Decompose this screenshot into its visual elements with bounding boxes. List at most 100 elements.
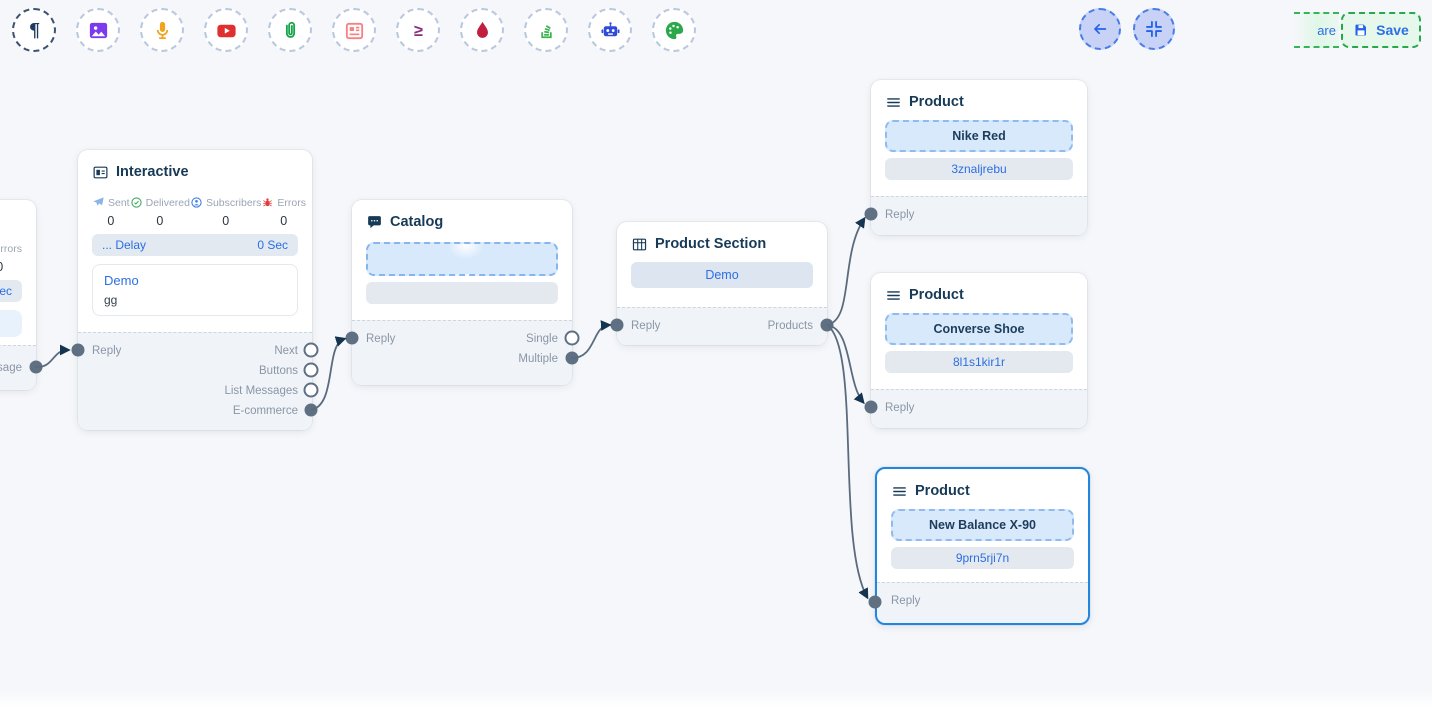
toolbar-button-paperclip[interactable] xyxy=(268,8,312,52)
product-code: 9prn5rji7n xyxy=(956,551,1009,565)
handle-interactive-list-messages[interactable] xyxy=(305,384,318,397)
handle-product3-reply[interactable] xyxy=(869,596,882,609)
handle-catalog-single[interactable] xyxy=(566,332,579,345)
output-label-message: Message xyxy=(0,362,22,374)
node-product-new-balance[interactable]: Product New Balance X-90 9prn5rji7n Repl… xyxy=(875,467,1090,625)
handle-interactive-buttons[interactable] xyxy=(305,364,318,377)
chat-dots-icon xyxy=(366,214,383,231)
stat-value: 0 xyxy=(92,214,130,228)
node-product-converse-shoe[interactable]: Product Converse Shoe 8l1s1kir1r Reply xyxy=(871,273,1087,428)
microphone-icon xyxy=(151,19,174,42)
stat-errors: Errors 0 xyxy=(0,242,22,274)
hamburger-icon xyxy=(885,94,902,111)
output-label-products: Products xyxy=(768,320,813,332)
delay-value: 0 Sec xyxy=(257,238,288,252)
catalog-placeholder-box[interactable] xyxy=(366,242,558,276)
node-catalog[interactable]: Catalog Reply Single Multiple xyxy=(352,200,572,385)
handle-product2-reply[interactable] xyxy=(865,401,878,414)
toolbar-button-image[interactable] xyxy=(76,8,120,52)
catalog-secondary-box xyxy=(366,282,558,304)
paragraph-icon: ¶ xyxy=(23,19,46,42)
stat-label: Errors xyxy=(277,197,306,209)
handle-interactive-next[interactable] xyxy=(305,344,318,357)
grid-icon xyxy=(631,236,648,253)
toolbar-button-robot[interactable] xyxy=(588,8,632,52)
handle-interactive-reply[interactable] xyxy=(72,344,85,357)
canvas-bottom-fade xyxy=(0,689,1432,715)
paperclip-icon xyxy=(279,19,302,42)
product-name-box[interactable]: Converse Shoe xyxy=(885,313,1073,345)
node-title-text: Product xyxy=(909,287,964,303)
handle-product1-reply[interactable] xyxy=(865,208,878,221)
stats-row: Sent 0 Delivered 0 Subscribers xyxy=(92,196,298,228)
svg-text:¶: ¶ xyxy=(28,20,40,41)
node-product-section[interactable]: Product Section Demo Reply Products xyxy=(617,222,827,345)
product-code: 8l1s1kir1r xyxy=(953,355,1005,369)
product-name: Nike Red xyxy=(952,129,1006,143)
node-title-text: Product Section xyxy=(655,236,766,252)
handle-catalog-multiple[interactable] xyxy=(566,352,579,365)
handle-product-section-reply[interactable] xyxy=(611,319,624,332)
section-button-label: Demo xyxy=(705,268,738,282)
save-button-label: Save xyxy=(1376,22,1409,38)
stack-icon xyxy=(535,19,558,42)
stat-value: 0 xyxy=(130,214,190,228)
input-label-reply: Reply xyxy=(891,595,920,607)
edge-products-to-nike-red xyxy=(827,219,864,325)
toolbar-button-greater-equal[interactable]: ≥ xyxy=(396,8,440,52)
node-product-nike-red[interactable]: Product Nike Red 3znaljrebu Reply xyxy=(871,80,1087,235)
floppy-disk-icon xyxy=(1353,22,1369,38)
product-code-box: 9prn5rji7n xyxy=(891,547,1074,569)
toolbar-button-paragraph[interactable]: ¶ xyxy=(12,8,56,52)
stat-label: Errors xyxy=(0,243,22,255)
toolbar-button-stack[interactable] xyxy=(524,8,568,52)
product-code: 3znaljrebu xyxy=(951,162,1006,176)
toolbar-button-droplet[interactable] xyxy=(460,8,504,52)
handle-interactive-e-commerce[interactable] xyxy=(305,404,318,417)
delay-row[interactable]: ... Delay 0 Sec xyxy=(92,234,298,256)
product-name-box[interactable]: Nike Red xyxy=(885,120,1073,152)
image-icon xyxy=(87,19,110,42)
message-content-box[interactable]: Demo gg xyxy=(92,264,298,316)
stat-value: 0 xyxy=(261,214,306,228)
back-button[interactable] xyxy=(1079,8,1121,50)
section-button[interactable]: Demo xyxy=(631,262,813,288)
stat-subscribers: Subscribers 0 xyxy=(190,196,261,228)
hamburger-icon xyxy=(891,483,908,500)
product-code-box: 3znaljrebu xyxy=(885,158,1073,180)
fit-view-button[interactable] xyxy=(1133,8,1175,50)
handle-product-section-products[interactable] xyxy=(821,319,834,332)
toolbar-button-microphone[interactable] xyxy=(140,8,184,52)
send-icon xyxy=(92,196,105,209)
message-preview-box[interactable] xyxy=(0,310,22,337)
input-label-reply: Reply xyxy=(631,320,660,332)
handle-catalog-reply[interactable] xyxy=(346,332,359,345)
check-circle-icon xyxy=(130,196,143,209)
message-title: Demo xyxy=(104,273,286,288)
toolbar-button-newspaper[interactable] xyxy=(332,8,376,52)
stat-label: Sent xyxy=(108,197,130,209)
output-label-multiple: Multiple xyxy=(518,353,558,365)
toolbar-button-youtube[interactable] xyxy=(204,8,248,52)
input-label-reply: Reply xyxy=(885,209,914,221)
delay-row[interactable]: 0 Sec xyxy=(0,280,22,302)
output-label-buttons: Buttons xyxy=(259,365,298,377)
handle-message-output[interactable] xyxy=(30,361,43,374)
input-label-reply: Reply xyxy=(885,402,914,414)
edge-products-to-new-balance xyxy=(827,325,867,597)
message-text: gg xyxy=(104,293,286,307)
input-label-reply: Reply xyxy=(366,333,395,345)
save-button[interactable]: Save xyxy=(1341,12,1421,48)
toolbar-button-palette[interactable] xyxy=(652,8,696,52)
node-message-partial[interactable]: Errors 0 0 Sec Message xyxy=(0,200,36,390)
product-name-box[interactable]: New Balance X-90 xyxy=(891,509,1074,541)
person-circle-icon xyxy=(190,196,203,209)
bug-icon xyxy=(261,196,274,209)
stat-value: 0 xyxy=(190,214,261,228)
droplet-icon xyxy=(471,19,494,42)
node-interactive[interactable]: Interactive Sent 0 Delivered 0 xyxy=(78,150,312,430)
node-title-text: Product xyxy=(915,483,970,499)
partial-button[interactable]: are xyxy=(1294,12,1339,48)
